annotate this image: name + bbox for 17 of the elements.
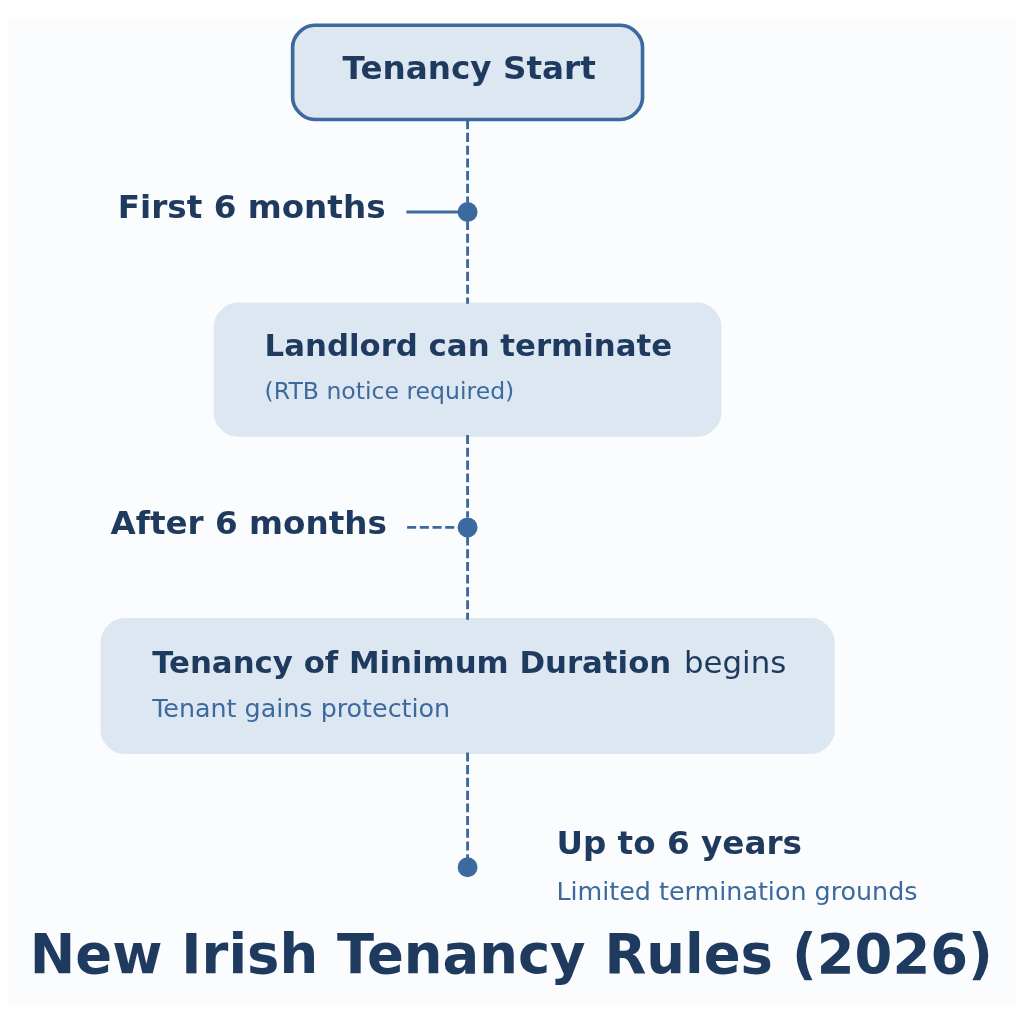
node-circle <box>457 857 478 878</box>
node-label: Limited termination grounds <box>556 876 918 907</box>
connector <box>406 210 459 214</box>
node-label: Up to 6 years <box>556 823 802 862</box>
node-box: Tenancy of Minimum Duration begins Tenant gains protection <box>100 618 835 754</box>
connector <box>466 536 470 620</box>
connector <box>466 435 470 518</box>
connector <box>466 221 470 304</box>
node-box: Landlord can terminate (RTB notice required) <box>213 302 722 437</box>
diagram-title: New Irish Tenancy Rules (2026) <box>29 923 993 987</box>
node-text: After 6 months <box>110 503 388 542</box>
node-circle <box>457 517 478 538</box>
node-circle <box>457 202 478 222</box>
node-box: Tenancy Start <box>290 23 645 122</box>
connector <box>466 752 470 858</box>
node-text: First 6 months <box>117 188 386 227</box>
connector <box>466 120 470 203</box>
